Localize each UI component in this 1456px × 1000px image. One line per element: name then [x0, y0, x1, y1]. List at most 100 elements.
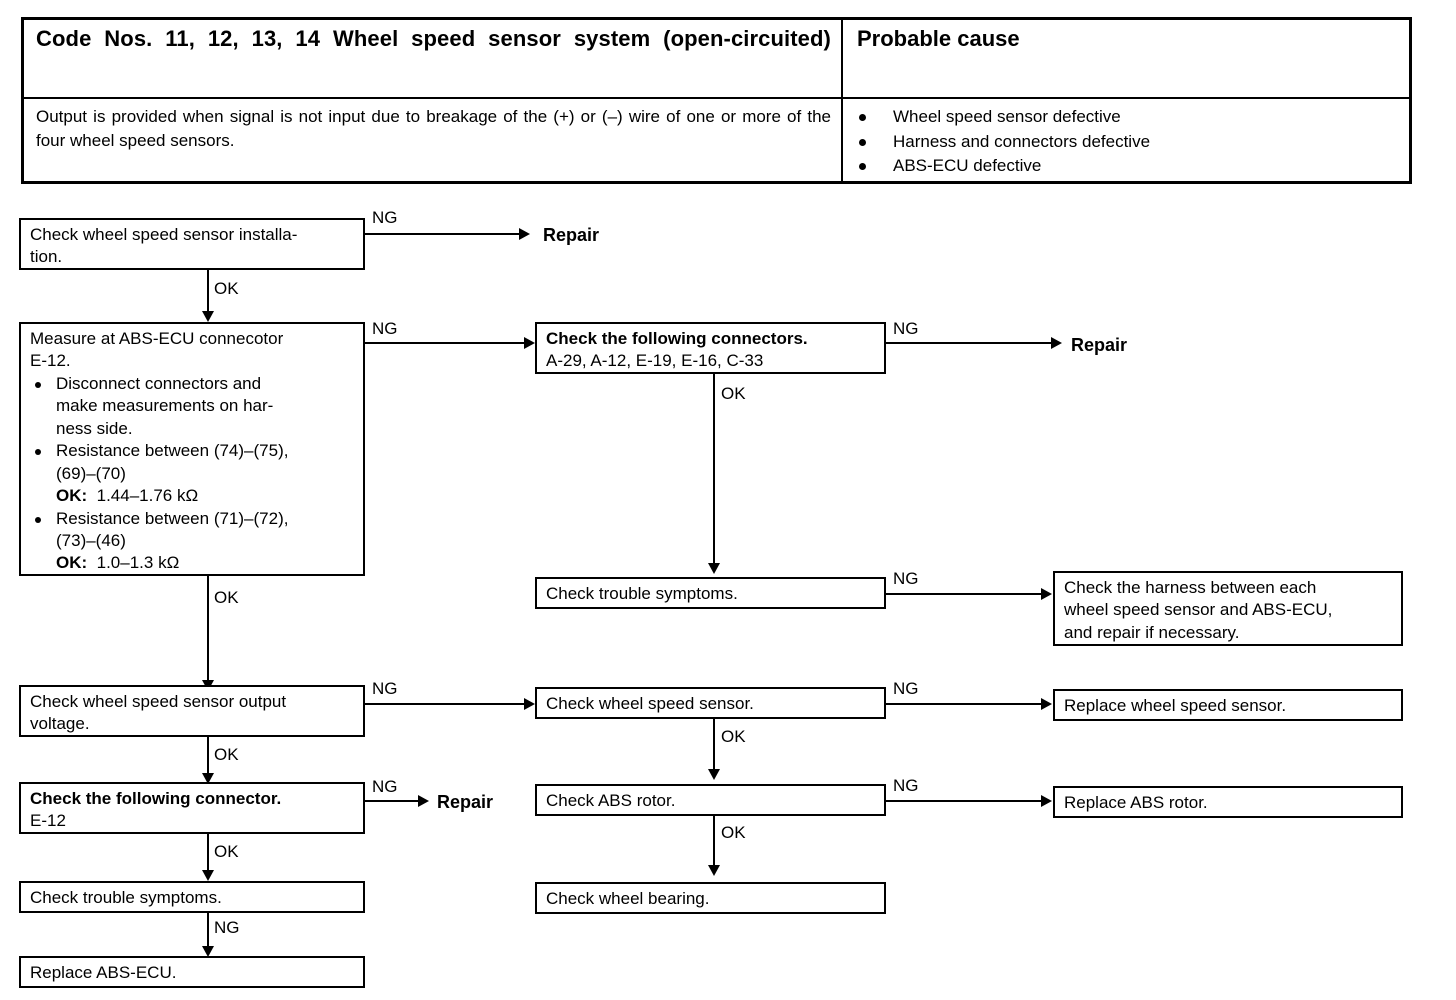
edge-ok-5-line — [713, 719, 715, 771]
edge-ng-2-line — [365, 342, 528, 344]
ok-value: 1.44–1.76 kΩ — [96, 486, 199, 506]
edge-ng-6-arrowhead — [1041, 698, 1052, 710]
edge-ok-4-line — [207, 737, 209, 775]
box-line: Check wheel speed sensor output — [30, 692, 287, 711]
edge-label-ok-3: OK — [721, 384, 746, 403]
edge-label-ok-1: OK — [214, 279, 239, 298]
header-title-line1: Code Nos. 11, 12, 13, 14 Wheel speed sen… — [36, 26, 651, 51]
header-title-line2: (open-circuited) — [663, 26, 831, 51]
header-code-title-cell: Code Nos. 11, 12, 13, 14 Wheel speed sen… — [24, 20, 843, 97]
box-line: Disconnect connectors and — [56, 373, 262, 393]
box-line: Check wheel speed sensor. — [546, 694, 754, 713]
edge-ng-4-arrowhead — [1041, 588, 1052, 600]
edge-label-ok-4: OK — [214, 745, 239, 764]
box-check-following-connector-e12: Check the following connector. E-12 — [19, 782, 365, 834]
edge-ok-6-arrowhead — [202, 870, 214, 881]
ok-label: OK: — [56, 553, 88, 573]
box-line: Replace wheel speed sensor. — [1064, 696, 1287, 715]
edge-label-ng-5: NG — [372, 679, 398, 698]
box-line: Check wheel bearing. — [546, 889, 710, 908]
edge-ok-4-arrowhead — [202, 773, 214, 784]
edge-ok-7-line — [713, 816, 715, 867]
ok-label: OK: — [56, 486, 88, 506]
ok-value: 1.0–1.3 kΩ — [96, 553, 180, 573]
box-line: voltage. — [30, 714, 90, 734]
box-line: Check wheel speed sensor installa- — [30, 225, 298, 244]
edge-ok-6-line — [207, 834, 209, 872]
edge-ng-6-line — [886, 703, 1042, 705]
edge-label-ng-6: NG — [893, 679, 919, 698]
measure-bullet-resistance-1: Resistance between (74)–(75), (69)–(70) … — [30, 440, 356, 507]
box-line: Check the following connector. — [30, 789, 282, 808]
edge-ng-7-line — [365, 800, 420, 802]
box-replace-abs-ecu: Replace ABS-ECU. — [19, 956, 365, 988]
box-line: Check the harness between each — [1064, 578, 1317, 597]
edge-ng-8-arrowhead — [1041, 795, 1052, 807]
terminal-repair-2: Repair — [1071, 335, 1128, 355]
header-description-cell: Output is provided when signal is not in… — [24, 99, 843, 184]
edge-label-ok-5: OK — [721, 727, 746, 746]
edge-ng-2-arrowhead — [524, 337, 535, 349]
box-check-wheel-speed-sensor: Check wheel speed sensor. — [535, 687, 886, 719]
measure-bullet-resistance-2: Resistance between (71)–(72), (73)–(46) … — [30, 508, 356, 575]
header-title-row: Code Nos. 11, 12, 13, 14 Wheel speed sen… — [24, 20, 1409, 99]
edge-label-ng-7: NG — [372, 777, 398, 796]
probable-cause-title: Probable cause — [857, 26, 1020, 51]
header-cause-list-cell: Wheel speed sensor defective Harness and… — [843, 99, 1409, 184]
terminal-repair-1: Repair — [543, 225, 600, 245]
edge-ng-4-line — [886, 593, 1042, 595]
edge-ng-5-line — [365, 703, 528, 705]
edge-label-ng-9: NG — [214, 918, 240, 937]
box-line: Check trouble symptoms. — [546, 584, 738, 603]
box-line: Replace ABS rotor. — [1064, 793, 1208, 812]
box-line: tion. — [30, 247, 63, 267]
edge-ok-5-arrowhead — [708, 769, 720, 780]
edge-ok-7-arrowhead — [708, 865, 720, 876]
edge-ok-3-line — [713, 374, 715, 565]
box-line: Check the following connectors. — [546, 329, 808, 348]
edge-ng-9-line — [207, 913, 209, 948]
edge-ng-8-line — [886, 800, 1042, 802]
edge-label-ok-7: OK — [721, 823, 746, 842]
header-title: Code Nos. 11, 12, 13, 14 Wheel speed sen… — [36, 26, 831, 53]
box-line: Measure at ABS-ECU connecotor — [30, 329, 284, 348]
edge-label-ng-1: NG — [372, 208, 398, 227]
box-line: A-29, A-12, E-19, E-16, C-33 — [546, 351, 764, 371]
box-line: Check ABS rotor. — [546, 791, 676, 810]
box-check-trouble-symptoms-middle: Check trouble symptoms. — [535, 577, 886, 609]
probable-cause-list: Wheel speed sensor defective Harness and… — [857, 105, 1399, 179]
box-measure-at-abs-ecu-connector: Measure at ABS-ECU connecotor E-12. Disc… — [19, 322, 365, 576]
edge-ng-1-line — [365, 233, 520, 235]
header-probable-cause-cell: Probable cause — [843, 20, 1409, 97]
edge-ok-1-line — [207, 270, 209, 313]
box-line: E-12. — [30, 351, 71, 371]
box-line: Resistance between (74)–(75), — [56, 441, 289, 461]
box-line: and repair if necessary. — [1064, 622, 1240, 642]
box-line: make measurements on har- — [56, 396, 274, 416]
edge-label-ok-6: OK — [214, 842, 239, 861]
edge-label-ng-4: NG — [893, 569, 919, 588]
box-check-harness-between-sensor-and-ecu: Check the harness between each wheel spe… — [1053, 571, 1403, 646]
box-line: (69)–(70) — [56, 463, 126, 483]
edge-ok-2-line — [207, 576, 209, 682]
box-replace-wheel-speed-sensor: Replace wheel speed sensor. — [1053, 689, 1403, 721]
edge-ng-1-arrowhead — [519, 228, 530, 240]
box-check-trouble-symptoms-left: Check trouble symptoms. — [19, 881, 365, 913]
measure-ok-spec-2: OK: 1.0–1.3 kΩ — [56, 552, 356, 574]
edge-ok-3-arrowhead — [708, 563, 720, 574]
edge-label-ng-8: NG — [893, 776, 919, 795]
box-line: ness side. — [56, 418, 133, 438]
cause-item: ABS-ECU defective — [857, 154, 1399, 179]
box-line: wheel speed sensor and ABS-ECU, — [1064, 600, 1333, 620]
box-line: Replace ABS-ECU. — [30, 963, 177, 982]
edge-ng-3-line — [886, 342, 1052, 344]
edge-ng-9-arrowhead — [202, 946, 214, 957]
box-check-abs-rotor: Check ABS rotor. — [535, 784, 886, 816]
cause-item: Harness and connectors defective — [857, 130, 1399, 155]
measure-instruction-list: Disconnect connectors and make measureme… — [30, 373, 356, 575]
box-check-wheel-speed-sensor-installation: Check wheel speed sensor installa- tion. — [19, 218, 365, 270]
edge-label-ng-2: NG — [372, 319, 398, 338]
edge-ng-5-arrowhead — [524, 698, 535, 710]
measure-bullet-disconnect: Disconnect connectors and make measureme… — [30, 373, 356, 440]
box-line: Check trouble symptoms. — [30, 888, 222, 907]
